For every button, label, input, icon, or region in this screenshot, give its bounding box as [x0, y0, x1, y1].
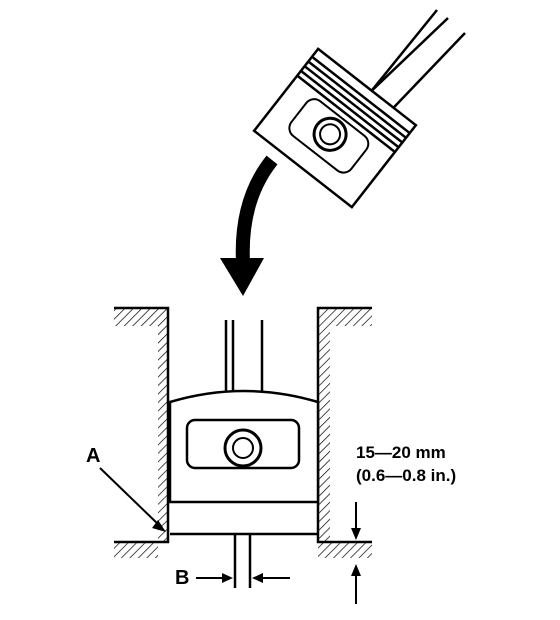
- right-cylinder-wall: [318, 308, 372, 558]
- ring-end-gap: [233, 534, 252, 588]
- measurement-in-label: (0.6—0.8 in.): [356, 466, 456, 485]
- label-b: B: [175, 567, 189, 589]
- label-b-callout: B: [175, 567, 290, 589]
- piston-rings: [296, 55, 411, 153]
- measurement-mm-label: 15—20 mm: [356, 443, 446, 462]
- installed-piston: [168, 320, 320, 588]
- label-a-callout: A: [86, 445, 166, 532]
- insertion-arrow: [220, 155, 278, 296]
- ring-depth-dimension: 15—20 mm (0.6—0.8 in.): [330, 443, 456, 604]
- connecting-rod: [224, 320, 264, 396]
- label-a: A: [86, 445, 100, 467]
- left-cylinder-wall: [114, 308, 168, 558]
- tilted-piston-assembly: [252, 9, 466, 209]
